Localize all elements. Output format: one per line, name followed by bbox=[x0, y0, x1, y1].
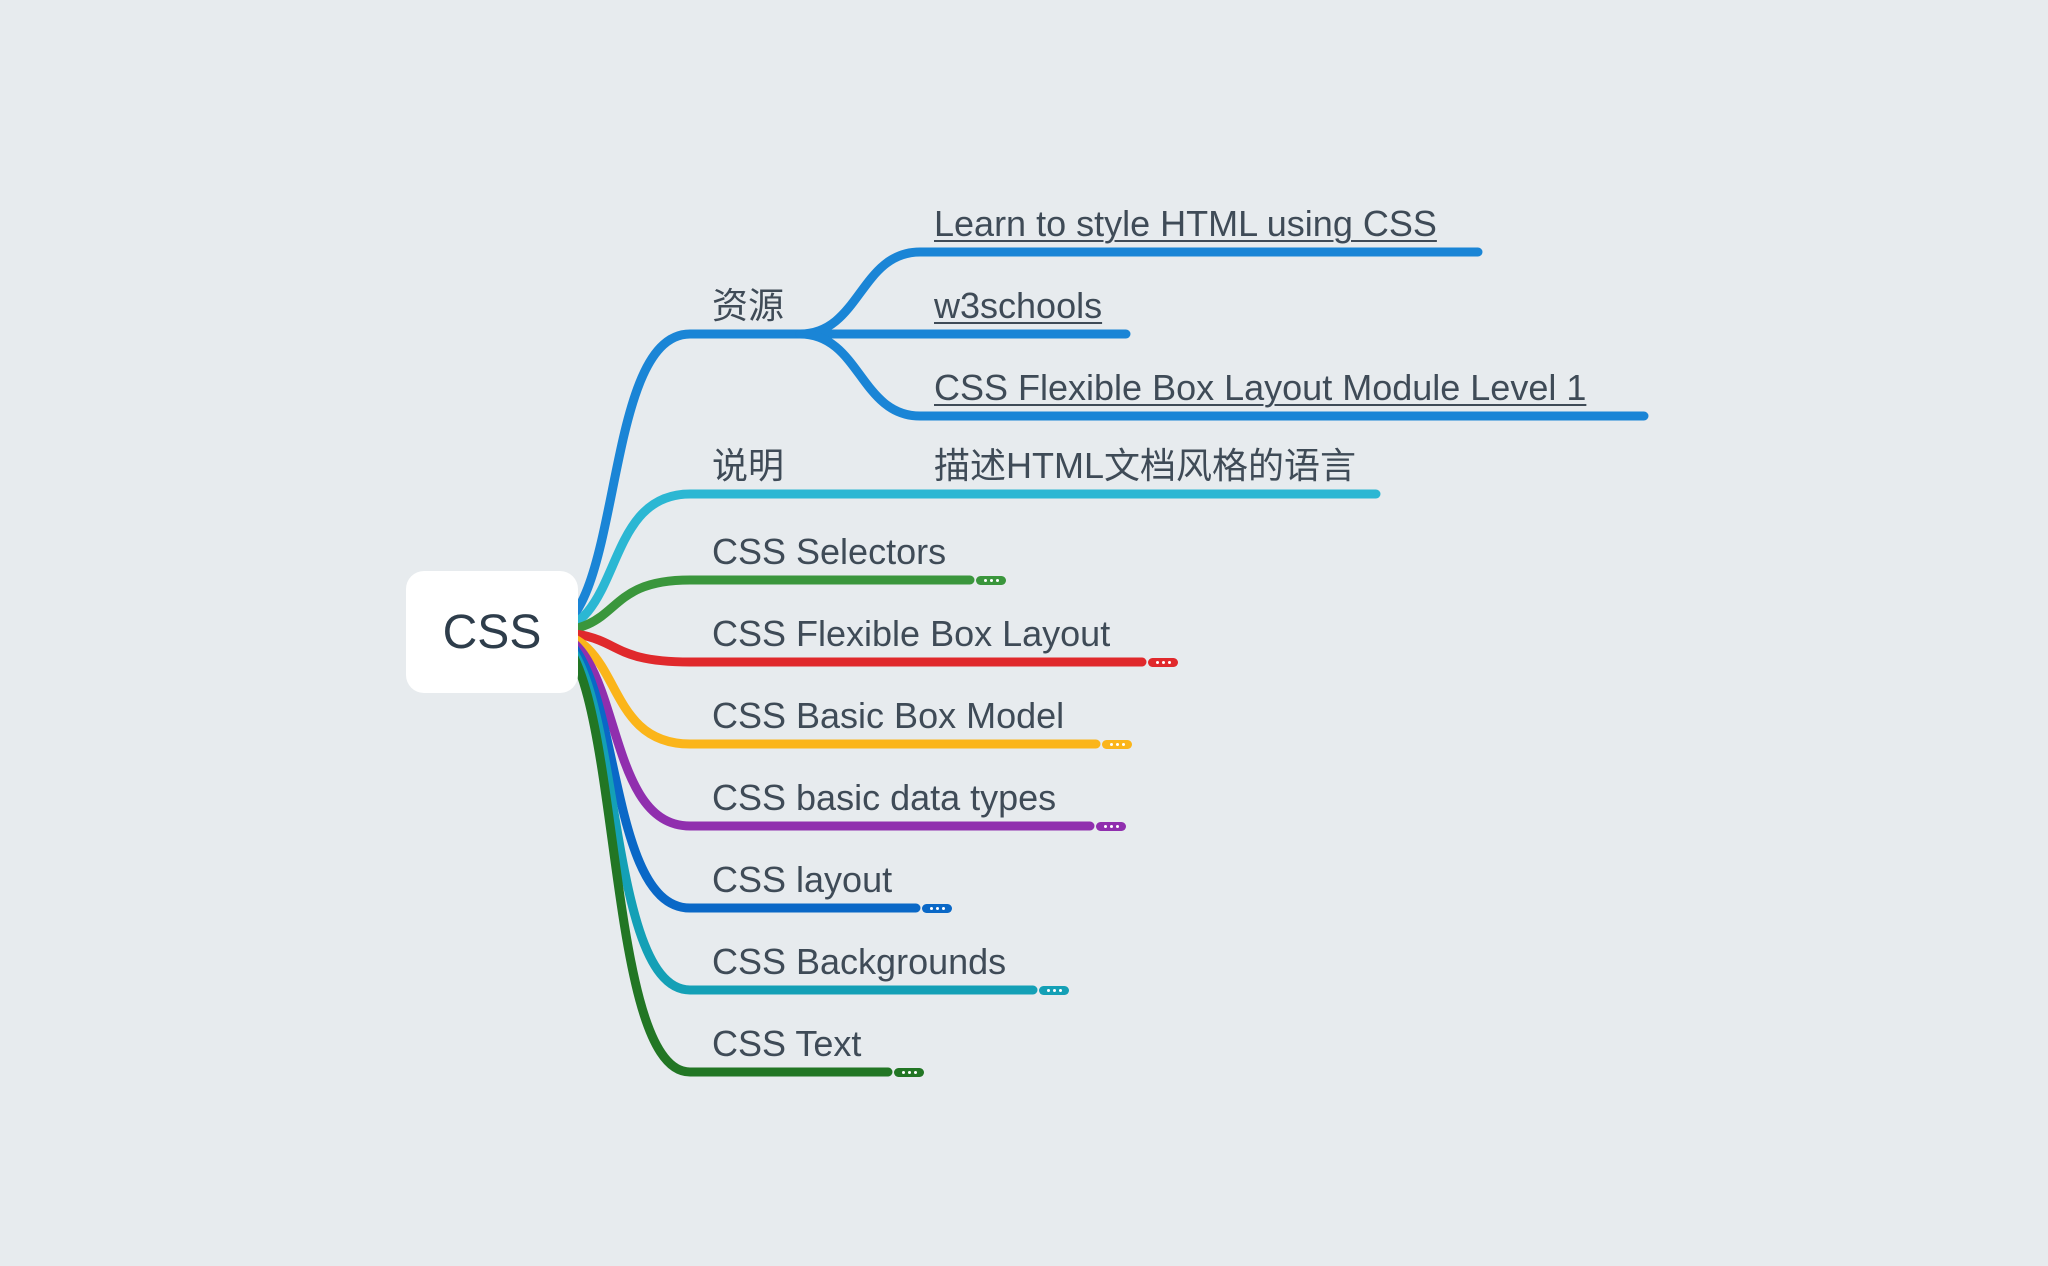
expand-more-icon[interactable] bbox=[922, 904, 952, 913]
branch-label-backgrounds[interactable]: CSS Backgrounds bbox=[712, 941, 1007, 982]
child-link-resources-1[interactable]: w3schools bbox=[934, 285, 1103, 326]
child-connector-resources-0 bbox=[795, 247, 1483, 339]
root-topic[interactable]: CSS bbox=[406, 571, 578, 693]
expand-more-icon[interactable] bbox=[1148, 658, 1178, 667]
branch-label-selectors[interactable]: CSS Selectors bbox=[712, 531, 947, 572]
branch-label-data-types[interactable]: CSS basic data types bbox=[712, 777, 1057, 818]
child-connector-resources-2 bbox=[795, 329, 1649, 421]
child-link-resources-0[interactable]: Learn to style HTML using CSS bbox=[934, 203, 1437, 244]
child-label-description-0[interactable]: 描述HTML文档风格的语言 bbox=[934, 445, 1356, 486]
root-topic-label: CSS bbox=[442, 605, 542, 659]
branch-label-resources[interactable]: 资源 bbox=[712, 285, 785, 326]
expand-more-icon[interactable] bbox=[1039, 986, 1069, 995]
expand-more-icon[interactable] bbox=[1102, 740, 1132, 749]
branch-label-layout[interactable]: CSS layout bbox=[712, 859, 893, 900]
expand-more-icon[interactable] bbox=[894, 1068, 924, 1077]
branch-label-box-model[interactable]: CSS Basic Box Model bbox=[712, 695, 1065, 736]
branch-label-text[interactable]: CSS Text bbox=[712, 1023, 862, 1064]
child-link-resources-2[interactable]: CSS Flexible Box Layout Module Level 1 bbox=[934, 367, 1587, 408]
branch-label-flexbox[interactable]: CSS Flexible Box Layout bbox=[712, 613, 1111, 654]
branch-label-description[interactable]: 说明 bbox=[712, 445, 785, 486]
expand-more-icon[interactable] bbox=[976, 576, 1006, 585]
expand-more-icon[interactable] bbox=[1096, 822, 1126, 831]
